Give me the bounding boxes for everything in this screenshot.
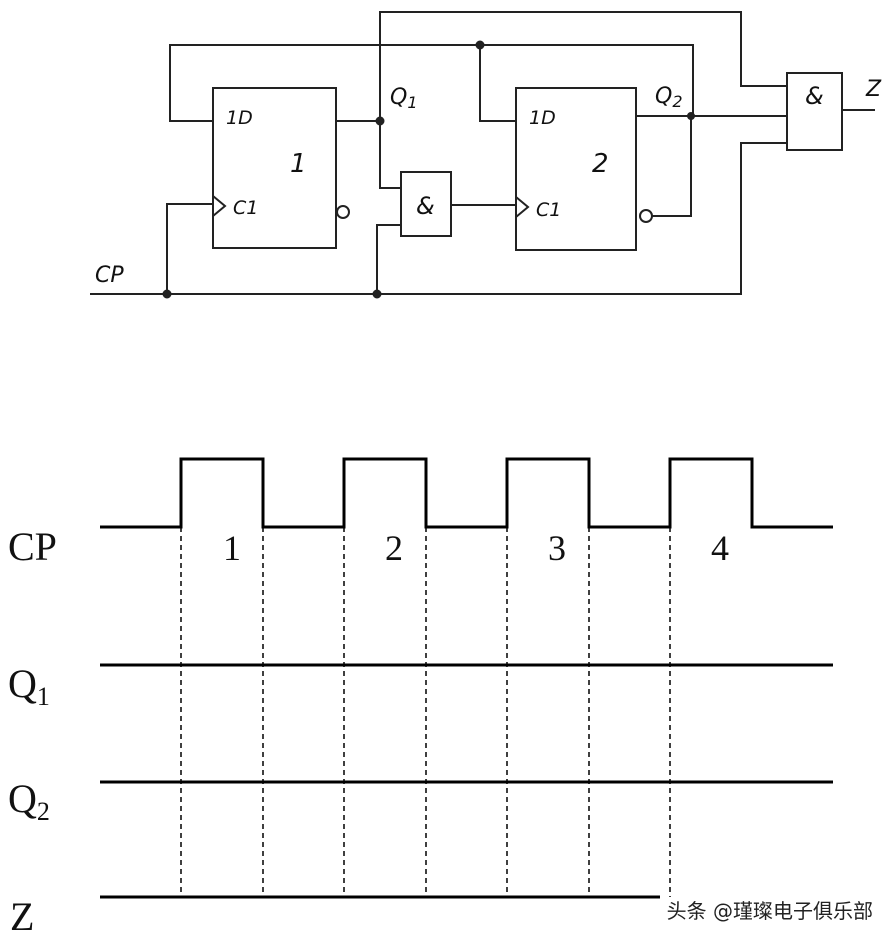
inverted-output-bubble-1 xyxy=(336,205,350,219)
inverted-output-bubble-2 xyxy=(639,209,653,223)
junction-dot xyxy=(475,40,485,50)
pulse-number: 4 xyxy=(711,528,729,568)
signal-label-cp: CP xyxy=(8,524,57,569)
signal-label-q1: Q1 xyxy=(8,661,50,711)
q1-to-output-gate xyxy=(379,11,787,121)
ff2-d-label: 1D xyxy=(529,107,556,129)
edge-markers xyxy=(180,527,671,897)
clock-triangle-2 xyxy=(515,196,530,218)
cp-to-and-gate xyxy=(376,224,401,294)
cp-wire xyxy=(90,142,787,295)
ff2-c-label: C1 xyxy=(536,199,561,221)
ff2-not-q-feedback xyxy=(652,116,692,217)
and-gate-output-symbol: & xyxy=(805,82,824,110)
q1-to-and-gate xyxy=(379,121,401,189)
timing-diagram: CP Q1 Q2 Z 1 2 3 4 xyxy=(8,457,833,939)
ff1-c-label: C1 xyxy=(233,197,258,219)
flip-flop-1 xyxy=(212,87,337,249)
clock-triangle-1 xyxy=(212,195,227,217)
signal-label-q2: Q2 xyxy=(8,776,50,826)
feedback-to-ff1-d xyxy=(169,44,694,122)
cp-waveform xyxy=(100,457,833,529)
cp-label: CP xyxy=(95,263,124,288)
junction-dot xyxy=(687,112,695,120)
and-gate-output xyxy=(786,72,843,151)
q2-label: Q2 xyxy=(655,84,683,111)
junction-dot xyxy=(372,289,382,299)
cp-to-ff1-clock xyxy=(166,203,213,294)
circuit-schematic xyxy=(90,11,875,299)
q1-label: Q1 xyxy=(390,85,418,112)
junction-dot xyxy=(375,116,385,126)
pulse-number: 3 xyxy=(548,528,566,568)
ff2-number: 2 xyxy=(592,149,609,179)
signal-label-z: Z xyxy=(10,894,34,939)
ff1-number: 1 xyxy=(290,149,307,179)
pulse-number: 1 xyxy=(223,528,241,568)
z-label: Z xyxy=(865,77,882,102)
flip-flop-2 xyxy=(515,87,637,251)
pulse-number: 2 xyxy=(385,528,403,568)
ff1-d-label: 1D xyxy=(226,107,253,129)
and-gate-middle-symbol: & xyxy=(416,192,435,220)
watermark-text: 头条 @瑾璨电子俱乐部 xyxy=(667,899,873,923)
junction-dot xyxy=(162,289,172,299)
ff2-d-input xyxy=(479,45,516,122)
